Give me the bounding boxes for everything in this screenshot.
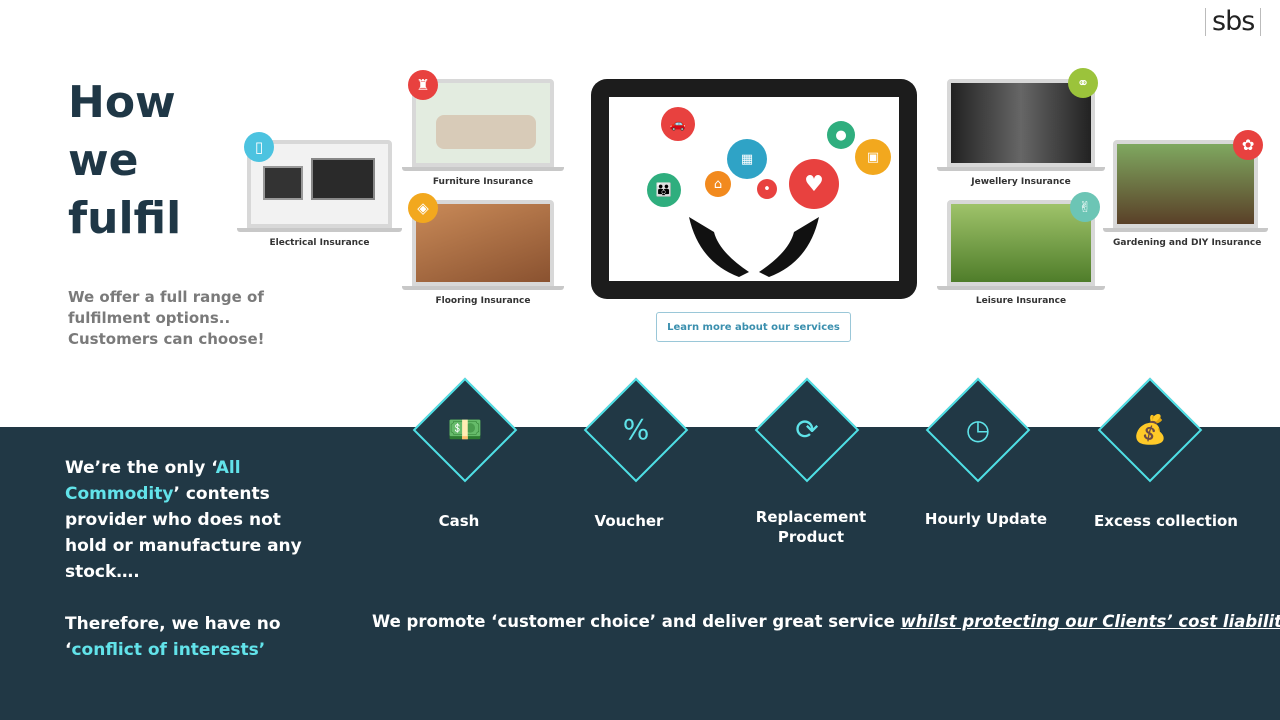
gardening-insurance-card[interactable]: Gardening and DIY Insurance (1103, 140, 1268, 248)
leisure-insurance-card[interactable]: Leisure Insurance (937, 200, 1105, 306)
leisure-icon: ✌ (1070, 192, 1100, 222)
subtitle-line: fulfilment options.. (68, 309, 231, 327)
cash-hand-icon: 💵 (447, 413, 483, 446)
services-tablet: 🚗 👪 ⌂ ▦ • ♥ ● ▣ (591, 79, 917, 299)
replace-cycle-icon: ⟳ (795, 413, 819, 446)
sofa-image (412, 79, 554, 167)
jewellery-image (947, 79, 1095, 167)
option-label: Replacement Product (755, 508, 867, 546)
jewellery-insurance-card[interactable]: Jewellery Insurance (937, 79, 1105, 187)
title-line: we (68, 135, 139, 186)
subtitle-line: Customers can choose! (68, 330, 265, 348)
car-icon: 🚗 (661, 107, 695, 141)
option-label: Hourly Update (924, 510, 1048, 528)
chair-icon: ♜ (408, 70, 438, 100)
option-label: Voucher (594, 512, 664, 530)
tagline: We promote ‘customer choice’ and deliver… (372, 612, 1280, 631)
product-label: Jewellery Insurance (971, 177, 1071, 187)
option-label: Cash (438, 512, 480, 530)
garden-icon: ✿ (1233, 130, 1263, 160)
subtitle-line: We offer a full range of (68, 288, 264, 306)
hands-icon (689, 217, 819, 277)
title-line: How (68, 77, 176, 128)
electrical-insurance-card[interactable]: Electrical Insurance (237, 140, 402, 248)
floor-icon: ◈ (408, 193, 438, 223)
building-icon: ▦ (727, 139, 767, 179)
clock-icon: ◷ (965, 413, 991, 446)
safe-icon: ▣ (855, 139, 891, 175)
piggy-bank-icon: ● (827, 121, 855, 149)
option-label: Excess collection (1094, 512, 1238, 530)
golf-image (947, 200, 1095, 286)
furniture-insurance-card[interactable]: Furniture Insurance (402, 79, 564, 187)
product-label: Furniture Insurance (432, 177, 534, 187)
home-icon: ⌂ (705, 171, 731, 197)
money-bag-icon: 💰 (1132, 413, 1168, 446)
subtitle: We offer a full range of fulfilment opti… (68, 287, 264, 350)
gardening-image (1113, 140, 1258, 228)
product-label: Gardening and DIY Insurance (1113, 238, 1262, 248)
commodity-statement: We’re the only ‘All Commodity’ contents … (65, 458, 302, 660)
fire-icon: • (757, 179, 777, 199)
phone-icon: ▯ (244, 132, 274, 162)
page-title: How we fulfil (68, 74, 181, 248)
rings-icon: ⚭ (1068, 68, 1098, 98)
learn-more-button[interactable]: Learn more about our services (656, 312, 851, 342)
product-label: Flooring Insurance (435, 296, 531, 306)
voucher-percent-icon: % (622, 413, 650, 446)
title-line: fulfil (68, 193, 182, 244)
sbs-logo: sbs (1205, 8, 1262, 36)
product-label: Electrical Insurance (269, 238, 370, 248)
electronics-image (247, 140, 392, 228)
health-heart-icon: ♥ (789, 159, 839, 209)
family-icon: 👪 (647, 173, 681, 207)
product-label: Leisure Insurance (975, 296, 1067, 306)
